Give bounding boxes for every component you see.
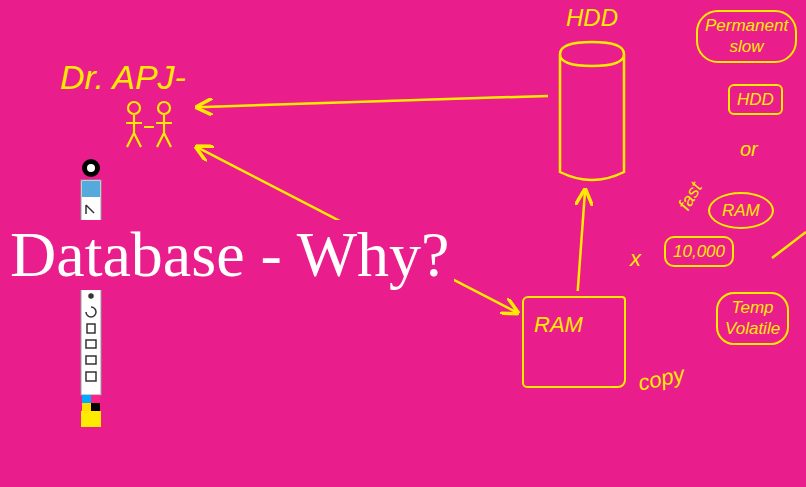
connector-arrow [197,96,548,107]
note-box: HDD [728,84,783,115]
ram-box: RAM [522,296,626,388]
person-node: Dr. APJ- [56,56,192,163]
note-text: copy [636,361,687,396]
note-oval: RAM [708,192,774,229]
note-text: or [740,138,758,161]
stick-figures [124,99,188,161]
slide-title: Database - Why? [6,220,454,290]
annotation-toolbar [81,159,101,427]
node-text: 10,000 [673,241,725,262]
note-oval: Permanentslow [696,10,797,63]
node-text: HDD [553,4,631,32]
scribble-line [772,232,806,258]
node-text: RAM [722,200,760,221]
node-text: slow [705,36,788,57]
node-text: RAM [534,312,614,338]
note-oval: TempVolatile [716,292,789,345]
cross-mark: x [630,246,641,272]
node-text: Dr. APJ- [60,58,188,97]
node-text: HDD [737,89,774,110]
node-text: Temp [725,297,780,318]
note-text: fast [674,179,707,215]
node-text: Permanent [705,15,788,36]
node-text: Volatile [725,318,780,339]
connector-arrow [578,190,585,291]
note-box: 10,000 [664,236,734,267]
hdd-node: HDD [553,4,631,185]
hdd-cylinder [556,40,628,185]
